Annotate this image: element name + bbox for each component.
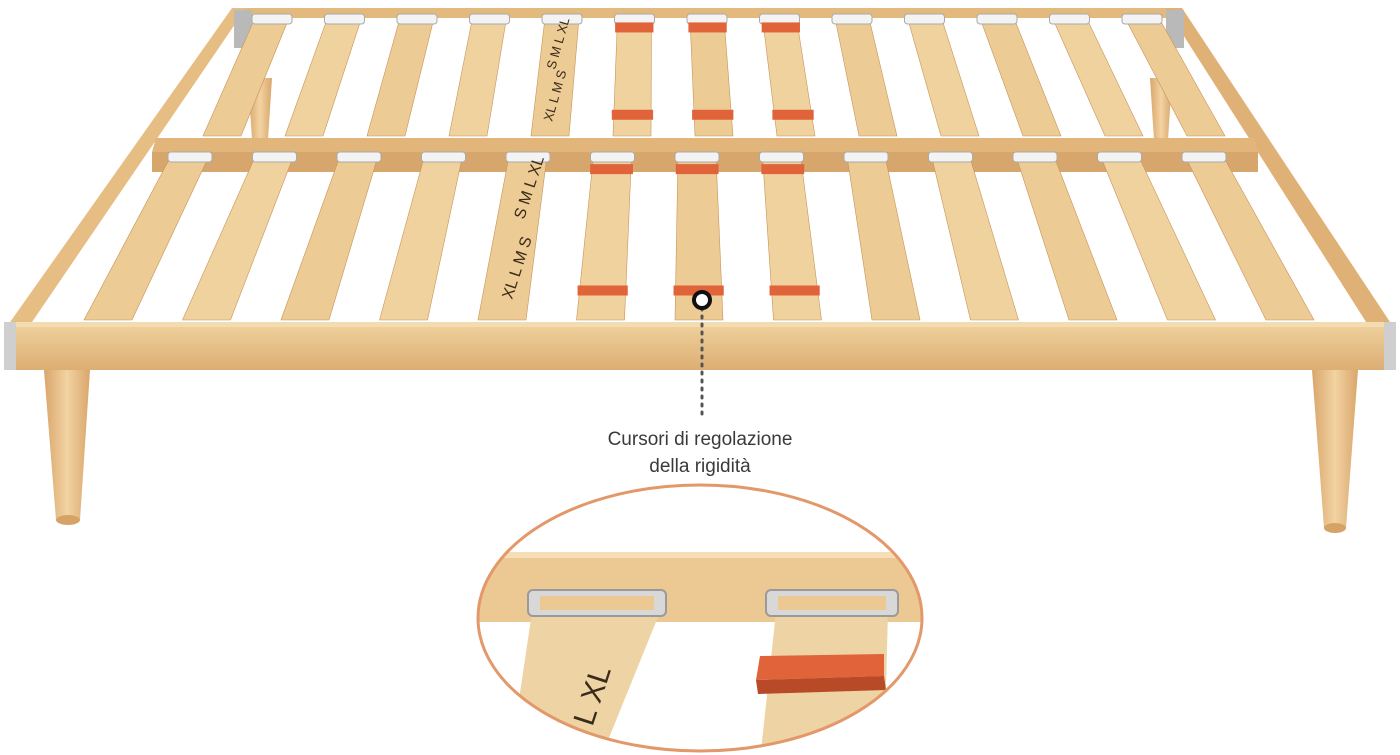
frame-rails: [4, 8, 1396, 370]
slat-front-3: [379, 155, 463, 321]
slat-bracket: [674, 151, 720, 163]
annotation-marker: [692, 290, 712, 310]
rigidity-slider: [769, 285, 820, 296]
annotation-caption: Cursori di regolazione della rigidità: [550, 426, 850, 480]
slat-bracket: [251, 13, 293, 25]
rigidity-slider: [673, 285, 724, 296]
annotation-line-1: Cursori di regolazione: [607, 429, 793, 450]
slat-bracket: [469, 13, 510, 25]
slat-bracket: [324, 13, 365, 25]
rigidity-slider: [761, 164, 805, 175]
rigidity-slider: [772, 109, 814, 120]
slat-bracket: [1097, 151, 1142, 163]
slat-bracket: [336, 151, 382, 163]
slat-rear-1: [284, 17, 362, 137]
slat-bracket: [831, 13, 873, 25]
slat-bracket: [976, 13, 1018, 25]
slat-bracket: [167, 151, 213, 163]
slats-front: [83, 151, 1315, 321]
slat-front-9: [931, 155, 1019, 321]
rigidity-slider: [590, 164, 633, 175]
slat-bracket: [759, 151, 804, 163]
rigidity-slider: [675, 164, 719, 175]
slat-bracket: [252, 151, 297, 163]
slat-front-0: [83, 155, 210, 321]
slat-bracket: [904, 13, 945, 25]
rigidity-slider: [615, 22, 654, 33]
front-legs: [44, 370, 1358, 533]
slat-bracket: [1049, 13, 1090, 25]
slat-front-1: [182, 155, 294, 321]
rigidity-slider: [611, 109, 654, 120]
slat-bracket: [843, 151, 889, 163]
annotation-leader: [692, 290, 712, 420]
slat-front-8: [846, 155, 921, 321]
zoom-slider: [756, 654, 884, 680]
slat-rear-10: [979, 17, 1062, 137]
slat-rear-2: [366, 17, 435, 137]
slat-bracket: [1121, 13, 1163, 25]
rigidity-slider: [577, 285, 628, 296]
slat-front-10: [1015, 155, 1118, 321]
annotation-line-2: della rigidità: [649, 456, 751, 477]
slat-rear-11: [1052, 17, 1144, 137]
slat-bracket: [541, 13, 583, 25]
slat-bracket: [505, 151, 551, 163]
slat-bracket: [928, 151, 973, 163]
slat-front-2: [280, 155, 379, 321]
slat-bracket: [1181, 151, 1227, 163]
slats-rear: [202, 13, 1226, 137]
slat-bracket: [590, 151, 635, 163]
slat-bracket: [396, 13, 438, 25]
slat-bracket: [421, 151, 466, 163]
slat-rear-3: [448, 17, 507, 137]
zoom-detail: L L XL: [476, 483, 924, 753]
rigidity-slider: [692, 109, 734, 120]
zoom-ring: [476, 483, 924, 753]
slat-rear-8: [834, 17, 898, 137]
rigidity-slider: [761, 22, 800, 33]
slat-bracket: [1012, 151, 1058, 163]
rigidity-slider: [688, 22, 727, 33]
slat-rear-9: [907, 17, 980, 137]
